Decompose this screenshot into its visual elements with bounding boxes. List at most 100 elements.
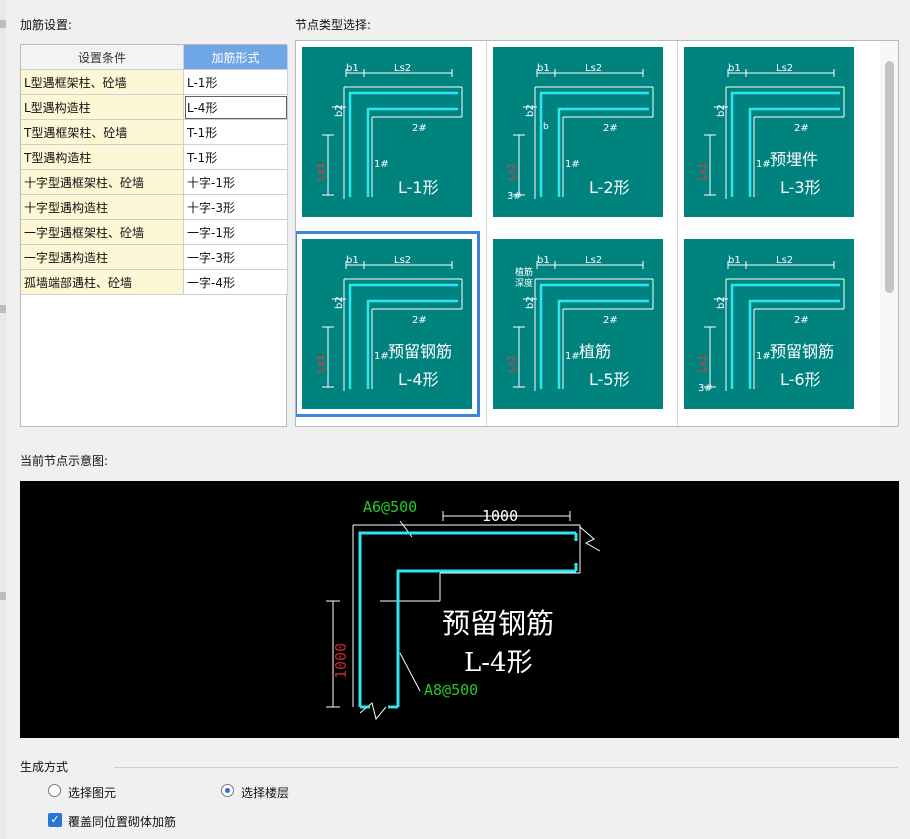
- dim-line-horizontal: [442, 511, 571, 521]
- edge-mark: [0, 592, 6, 600]
- condition-cell[interactable]: 十字型遇构造柱: [21, 194, 184, 220]
- tile-label-depth: 深度: [515, 277, 533, 289]
- node-type-select-label: 节点类型选择:: [295, 18, 372, 32]
- tile-label-2: 2#: [794, 315, 809, 326]
- tile-title: 预埋件: [770, 150, 818, 169]
- table-row[interactable]: 十字型遇框架柱、砼墙十字-1形: [21, 169, 288, 195]
- node-tile-drawing: b1 Ls2 b2 Ls1 1# 2# 预留钢筋 L-4形: [302, 239, 472, 409]
- condition-cell[interactable]: L型遇构造柱: [21, 94, 184, 120]
- table-row[interactable]: 孤墙端部遇柱、砼墙一字-4形: [21, 269, 288, 295]
- node-tile-drawing: b1 Ls2 b2 Ls1 1# 2# L-1形: [302, 47, 472, 217]
- tile-label-b1: b1: [346, 255, 359, 266]
- form-cell[interactable]: L-4形: [183, 94, 288, 120]
- condition-cell[interactable]: T型遇构造柱: [21, 144, 184, 170]
- break-mark: [579, 526, 601, 552]
- tile-label-b2: b2: [334, 104, 345, 117]
- column-header-condition[interactable]: 设置条件: [21, 45, 184, 70]
- tile-divider: [677, 41, 678, 426]
- condition-cell[interactable]: 孤墙端部遇柱、砼墙: [21, 269, 184, 295]
- condition-cell[interactable]: L型遇框架柱、砼墙: [21, 69, 184, 95]
- form-cell[interactable]: 一字-1形: [183, 219, 288, 245]
- node-preview-canvas: A6@500 1000 A8@500 1000 预留钢筋 L-4形: [20, 481, 899, 738]
- bottom-bar-label: A8@500: [424, 681, 478, 699]
- radio-select-element-label[interactable]: 选择图元: [68, 786, 117, 800]
- node-tile-2[interactable]: b1 Ls2 b2 Ls1 1# 2# 3#b L-2形: [487, 41, 669, 223]
- tile-label-b2: b2: [525, 296, 536, 309]
- tile-label-ls1: Ls1: [696, 354, 709, 373]
- tile-label-b1: b1: [537, 255, 550, 266]
- tile-label-ls2: Ls2: [776, 63, 793, 74]
- background-window-edge: [0, 0, 6, 839]
- table-header: 设置条件 加筋形式: [21, 45, 288, 70]
- tile-subtitle: L-2形: [589, 178, 630, 197]
- vertical-scrollbar[interactable]: [880, 41, 898, 426]
- tile-title: 预留钢筋: [770, 342, 834, 361]
- table-row[interactable]: 十字型遇构造柱十字-3形: [21, 194, 288, 220]
- tile-subtitle: L-6形: [780, 370, 821, 389]
- condition-cell[interactable]: 十字型遇框架柱、砼墙: [21, 169, 184, 195]
- node-tile-6[interactable]: b1 Ls2 b2 Ls1 1# 2# 3# 预留钢筋 L-6形: [678, 233, 860, 415]
- tile-label-ls2: Ls2: [776, 255, 793, 266]
- tile-label-ls1: Ls1: [505, 162, 518, 181]
- tile-label-b1: b1: [346, 63, 359, 74]
- column-header-form[interactable]: 加筋形式: [183, 45, 288, 70]
- tile-title: 预留钢筋: [388, 342, 452, 361]
- table-row[interactable]: 一字型遇构造柱一字-3形: [21, 244, 288, 270]
- generate-mode-label: 生成方式: [20, 760, 69, 774]
- tile-label-1: 1#: [374, 159, 389, 170]
- tile-subtitle: L-1形: [398, 178, 439, 197]
- tile-label-2: 2#: [603, 315, 618, 326]
- group-divider: [114, 767, 898, 768]
- leader-line: [399, 652, 421, 692]
- tile-label-1: 1#: [756, 159, 771, 170]
- radio-select-floor-label[interactable]: 选择楼层: [241, 786, 290, 800]
- tile-label-b2: b2: [716, 104, 727, 117]
- edge-mark: [0, 305, 6, 313]
- tile-label-ls1: Ls1: [505, 354, 518, 373]
- tile-label-ls2: Ls2: [585, 255, 602, 266]
- form-cell[interactable]: 十字-1形: [183, 169, 288, 195]
- overwrite-checkbox[interactable]: ✓: [48, 813, 62, 827]
- condition-cell[interactable]: 一字型遇构造柱: [21, 244, 184, 270]
- node-tile-1[interactable]: b1 Ls2 b2 Ls1 1# 2# L-1形: [296, 41, 478, 223]
- table-row[interactable]: 一字型遇框架柱、砼墙一字-1形: [21, 219, 288, 245]
- node-tile-5[interactable]: b1 Ls2 b2 Ls1 1# 2# 植筋深度 植筋 L-5形: [487, 233, 669, 415]
- form-cell[interactable]: L-1形: [183, 69, 288, 95]
- preview-title: 预留钢筋: [442, 607, 554, 640]
- form-cell[interactable]: 十字-3形: [183, 194, 288, 220]
- node-tile-4[interactable]: b1 Ls2 b2 Ls1 1# 2# 预留钢筋 L-4形: [296, 231, 480, 417]
- top-bar-label: A6@500: [363, 498, 417, 516]
- tile-label-3: 3#: [507, 191, 522, 202]
- form-cell[interactable]: 一字-3形: [183, 244, 288, 270]
- radio-select-floor[interactable]: [221, 784, 234, 797]
- form-cell[interactable]: T-1形: [183, 119, 288, 145]
- tile-label-ls2: Ls2: [394, 255, 411, 266]
- radio-select-element[interactable]: [48, 784, 61, 797]
- dim-line-vertical: [326, 600, 340, 708]
- node-tile-drawing: b1 Ls2 b2 Ls1 1# 2# 3#b L-2形: [493, 47, 663, 217]
- scrollbar-thumb[interactable]: [885, 61, 894, 293]
- overwrite-checkbox-label[interactable]: 覆盖同位置砌体加筋: [68, 815, 177, 829]
- tile-label-ls1: Ls1: [314, 354, 327, 373]
- tile-label-b1: b1: [728, 255, 741, 266]
- node-tile-3[interactable]: b1 Ls2 b2 Ls1 1# 2# 预埋件 L-3形: [678, 41, 860, 223]
- form-cell[interactable]: 一字-4形: [183, 269, 288, 295]
- tile-label-1: 1#: [756, 351, 771, 362]
- leader-line: [399, 520, 413, 538]
- edge-mark: [0, 20, 6, 28]
- condition-cell[interactable]: T型遇框架柱、砼墙: [21, 119, 184, 145]
- tile-subtitle: L-5形: [589, 370, 630, 389]
- form-cell[interactable]: T-1形: [183, 144, 288, 170]
- condition-cell[interactable]: 一字型遇框架柱、砼墙: [21, 219, 184, 245]
- tile-label-2: 2#: [794, 123, 809, 134]
- node-tile-drawing: b1 Ls2 b2 Ls1 1# 2# 预埋件 L-3形: [684, 47, 854, 217]
- node-type-panel[interactable]: b1 Ls2 b2 Ls1 1# 2# L-1形 b1 Ls2 b2 Ls1 1…: [295, 40, 899, 427]
- tile-label-ls2: Ls2: [394, 63, 411, 74]
- tile-title: 植筋: [579, 342, 611, 361]
